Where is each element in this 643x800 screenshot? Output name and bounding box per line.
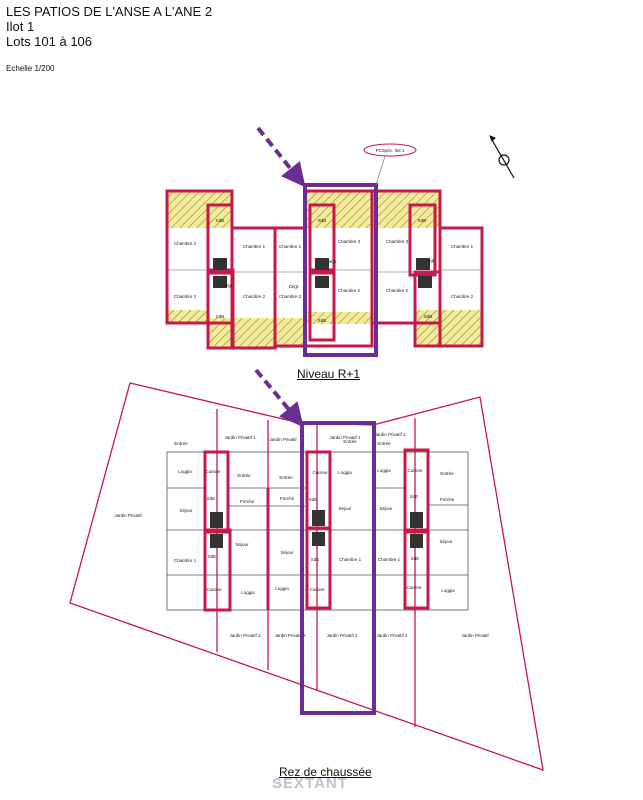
room-label: Chambre 1 bbox=[243, 244, 266, 249]
room-label: Chambre 2 bbox=[174, 294, 197, 299]
room-label: Entrée bbox=[440, 471, 454, 476]
room-label: SdE bbox=[411, 556, 420, 561]
room-label: Jardin Privatif 2 bbox=[274, 633, 306, 638]
room-label: Cuisine bbox=[205, 469, 221, 474]
room-label: Porche bbox=[280, 496, 295, 501]
room-label: Chambre 1 bbox=[339, 557, 362, 562]
room-label: Séjour bbox=[439, 539, 453, 544]
interior-walls bbox=[167, 269, 482, 273]
room-label: Séjour bbox=[379, 506, 393, 511]
room-label: Jardin Privatif bbox=[114, 513, 142, 518]
room-label: Dégt. bbox=[223, 283, 234, 288]
room-label: Chambre 3 bbox=[338, 239, 361, 244]
room-label: SdB bbox=[216, 218, 225, 223]
highlight-box-ground bbox=[300, 421, 376, 715]
room-label: Chambre 2 bbox=[451, 294, 474, 299]
room-label: SdE bbox=[410, 494, 419, 499]
room-label: Dégt. bbox=[425, 258, 436, 263]
callout-bubble: PCSpéc. Ilot 1 bbox=[363, 143, 417, 186]
room-label: Chambre 1 bbox=[279, 244, 302, 249]
plot-dividers bbox=[216, 409, 416, 727]
upper-level-plan: Chambre 2 Chambre 2 Chambre 1 Chambre 2 Cham… bbox=[165, 126, 515, 357]
room-label: Entrée bbox=[377, 441, 391, 446]
scale-label: Echelle 1/200 bbox=[6, 64, 55, 73]
project-title: LES PATIOS DE L'ANSE A L'ANE 2 bbox=[6, 4, 213, 19]
callout-text: PCSpéc. Ilot 1 bbox=[376, 148, 405, 153]
room-label: Loggia bbox=[441, 588, 455, 593]
room-label: SdE bbox=[309, 497, 318, 502]
room-label: SdE bbox=[311, 557, 320, 562]
room-label: Chambre 1 bbox=[174, 558, 197, 563]
room-label: Entrée bbox=[279, 475, 293, 480]
room-label: Chambre 2 bbox=[174, 241, 197, 246]
ground-level-caption: Rez de chaussée bbox=[279, 765, 372, 779]
room-label: Jardin Privatif bbox=[461, 633, 489, 638]
room-label: Jardin Privatif 2 bbox=[376, 633, 408, 638]
room-label: Entrée bbox=[237, 473, 251, 478]
north-arrow-icon bbox=[489, 135, 515, 179]
room-label: SdE bbox=[208, 554, 217, 559]
room-label: Jardin Privatif 1 bbox=[224, 435, 256, 440]
room-label: Cuisine bbox=[312, 470, 328, 475]
room-label: Chambre 2 bbox=[338, 288, 361, 293]
room-label: Chambre 2 bbox=[279, 294, 302, 299]
room-label: Jardin Privatif 2 bbox=[229, 633, 261, 638]
room-label: Entrée bbox=[174, 441, 188, 446]
arrow-ground bbox=[254, 368, 304, 428]
lots-label: Lots 101 à 106 bbox=[6, 34, 93, 49]
room-label: Chambre 2 bbox=[243, 294, 266, 299]
hatched-terraces bbox=[167, 191, 482, 348]
room-label: Porche bbox=[440, 497, 455, 502]
room-label: Porche bbox=[240, 499, 255, 504]
room-label: SdB bbox=[318, 218, 327, 223]
core-outlines bbox=[203, 448, 430, 612]
room-label: Cuisine bbox=[309, 587, 325, 592]
room-label: Dégt. bbox=[289, 284, 300, 289]
room-label: Loggia bbox=[178, 469, 192, 474]
room-label: Jardin Privatif bbox=[269, 437, 297, 442]
room-label: Loggia bbox=[241, 590, 255, 595]
upper-level-caption: Niveau R+1 bbox=[297, 367, 361, 381]
room-label: SdB bbox=[318, 318, 327, 323]
sextant-logo: SEXTANT bbox=[272, 775, 348, 792]
room-label: Cuisine bbox=[406, 585, 422, 590]
room-label: Jardin Privatif 2 bbox=[326, 633, 358, 638]
room-label: Cuisine bbox=[206, 587, 222, 592]
room-label: Dégt. bbox=[327, 259, 338, 264]
arrow-upper bbox=[256, 126, 306, 188]
room-label: Entrée bbox=[343, 439, 357, 444]
stairs bbox=[213, 258, 432, 288]
room-label: Séjour bbox=[235, 542, 249, 547]
room-label: Jardin Privatif 1 bbox=[374, 432, 406, 437]
room-label: Séjour bbox=[179, 508, 193, 513]
room-label: SdB bbox=[424, 314, 433, 319]
room-label: Chambre 2 bbox=[386, 288, 409, 293]
room-label: Jardin Privatif 1 bbox=[329, 435, 361, 440]
ground-level-plan: Jardin Privatif Jardin Privatif 1 Jardin P… bbox=[69, 368, 544, 771]
room-label: SdB bbox=[418, 218, 427, 223]
ground-stairs bbox=[210, 510, 423, 548]
room-label: SdE bbox=[207, 496, 216, 501]
ilot-label: Ilot 1 bbox=[6, 19, 35, 34]
room-label: SdB bbox=[216, 314, 225, 319]
room-label: Chambre 1 bbox=[378, 557, 401, 562]
room-label: Séjour bbox=[338, 506, 352, 511]
room-label: Cuisine bbox=[407, 468, 423, 473]
room-label: Loggia bbox=[377, 468, 391, 473]
room-label: Chambre 1 bbox=[451, 244, 474, 249]
room-label: Chambre 3 bbox=[386, 239, 409, 244]
room-label: Loggia bbox=[338, 470, 352, 475]
room-label: Séjour bbox=[280, 550, 294, 555]
highlight-box-upper bbox=[303, 183, 378, 357]
room-label: Dégt. bbox=[217, 258, 228, 263]
room-label: Loggia bbox=[275, 586, 289, 591]
